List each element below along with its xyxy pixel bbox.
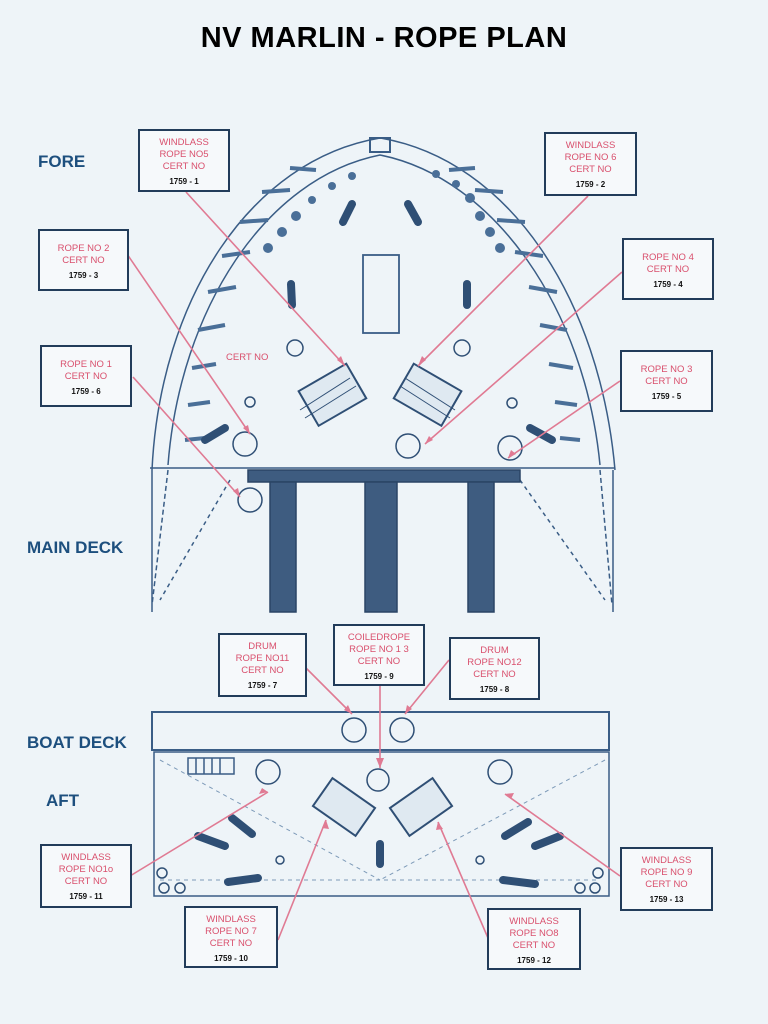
callout-line: CERT NO bbox=[645, 376, 688, 387]
callout-line: DRUM bbox=[480, 645, 509, 656]
callout-rope-8: WINDLASS ROPE NO8 CERT NO 1759 - 12 bbox=[487, 908, 581, 970]
callout-rope-7: WINDLASS ROPE NO 7 CERT NO 1759 - 10 bbox=[184, 906, 278, 968]
callout-line: CERT NO bbox=[357, 656, 401, 667]
callout-line: ROPE NO11 bbox=[235, 653, 290, 664]
section-label-main-deck: MAIN DECK bbox=[27, 538, 124, 557]
section-label-fore: FORE bbox=[38, 152, 86, 171]
cert-number: 1759 - 8 bbox=[479, 685, 510, 694]
callout-line: WINDLASS bbox=[159, 137, 209, 148]
callout-rope-1: ROPE NO 1 CERT NO 1759 - 6 bbox=[40, 345, 132, 407]
section-label-boat-deck: BOAT DECK bbox=[27, 733, 127, 752]
callout-line: WINDLASS bbox=[565, 140, 616, 151]
callout-rope-9: WINDLASS ROPE NO 9 CERT NO 1759 - 13 bbox=[620, 847, 713, 911]
callout-line: CERT NO bbox=[64, 876, 108, 887]
cert-number: 1759 - 4 bbox=[653, 280, 683, 289]
callout-line: ROPE NO 6 bbox=[564, 152, 617, 163]
callout-line: CERT NO bbox=[512, 940, 556, 951]
callout-line: ROPE NO 3 bbox=[640, 364, 693, 375]
callout-rope-13: COILEDROPE ROPE NO 1 3 CERT NO 1759 - 9 bbox=[333, 624, 425, 686]
callout-line: CERT NO bbox=[209, 938, 253, 949]
callout-line: ROPE NO 4 bbox=[642, 252, 694, 263]
callout-line: ROPE NO 2 bbox=[57, 243, 110, 254]
callout-line: DRUM bbox=[248, 641, 277, 652]
callout-line: ROPE NO12 bbox=[467, 657, 522, 668]
cert-number: 1759 - 1 bbox=[169, 177, 199, 186]
cert-number: 1759 - 10 bbox=[214, 954, 248, 963]
callout-line: ROPE NO5 bbox=[159, 149, 209, 160]
cert-number: 1759 - 3 bbox=[68, 271, 99, 280]
callout-line: WINDLASS bbox=[509, 916, 559, 927]
page-title: NV MARLIN - ROPE PLAN bbox=[200, 22, 568, 54]
main-deck-beam bbox=[247, 469, 521, 483]
callout-line: ROPE NO 9 bbox=[640, 867, 693, 878]
callout-line: CERT NO bbox=[241, 665, 284, 676]
cert-number: 1759 - 11 bbox=[69, 892, 103, 901]
callout-rope-3: ROPE NO 3 CERT NO 1759 - 5 bbox=[620, 350, 713, 412]
callout-line: CERT NO bbox=[646, 264, 690, 275]
cert-number: 1759 - 9 bbox=[364, 672, 394, 681]
callout-rope-11: DRUM ROPE NO11 CERT NO 1759 - 7 bbox=[218, 633, 307, 697]
callout-line: ROPE NO 1 bbox=[60, 359, 112, 370]
cert-number: 1759 - 5 bbox=[651, 392, 682, 401]
callout-line: CERT NO bbox=[645, 879, 688, 890]
callout-rope-4: ROPE NO 4 CERT NO 1759 - 4 bbox=[622, 238, 714, 300]
callout-line: CERT NO bbox=[473, 669, 516, 680]
callout-line: ROPE NO 7 bbox=[205, 926, 257, 937]
callout-rope-6: WINDLASS ROPE NO 6 CERT NO 1759 - 2 bbox=[544, 132, 637, 196]
cert-number: 1759 - 13 bbox=[649, 895, 684, 904]
fore-hatch bbox=[362, 254, 400, 334]
callout-line: COILEDROPE bbox=[347, 632, 411, 643]
callout-line: CERT NO bbox=[162, 161, 206, 172]
cert-number: 1759 - 6 bbox=[71, 387, 101, 396]
bow-hull-inner bbox=[167, 154, 601, 466]
callout-rope-10: WINDLASS ROPE NO1o CERT NO 1759 - 11 bbox=[40, 844, 132, 908]
callout-rope-5: WINDLASS ROPE NO5 CERT NO 1759 - 1 bbox=[138, 129, 230, 192]
cert-number: 1759 - 12 bbox=[517, 956, 551, 965]
callout-line: CERT NO bbox=[569, 164, 612, 175]
cert-number: 1759 - 2 bbox=[575, 180, 606, 189]
leader-lines bbox=[126, 191, 623, 941]
callout-line: WINDLASS bbox=[61, 852, 111, 863]
callout-line: CERT NO bbox=[64, 371, 108, 382]
inline-cert-label: CERT NO bbox=[226, 352, 269, 363]
aft-deck-outline bbox=[153, 751, 610, 897]
section-label-aft: AFT bbox=[46, 791, 80, 810]
callout-line: ROPE NO 1 3 bbox=[349, 644, 409, 655]
callout-line: WINDLASS bbox=[641, 855, 692, 866]
callout-line: WINDLASS bbox=[206, 914, 256, 925]
callout-rope-12: DRUM ROPE NO12 CERT NO 1759 - 8 bbox=[449, 637, 540, 700]
cert-number: 1759 - 7 bbox=[247, 681, 278, 690]
callout-line: CERT NO bbox=[62, 255, 105, 266]
callout-rope-2: ROPE NO 2 CERT NO 1759 - 3 bbox=[38, 229, 129, 291]
callout-line: ROPE NO1o bbox=[58, 864, 114, 875]
callout-line: ROPE NO8 bbox=[509, 928, 559, 939]
